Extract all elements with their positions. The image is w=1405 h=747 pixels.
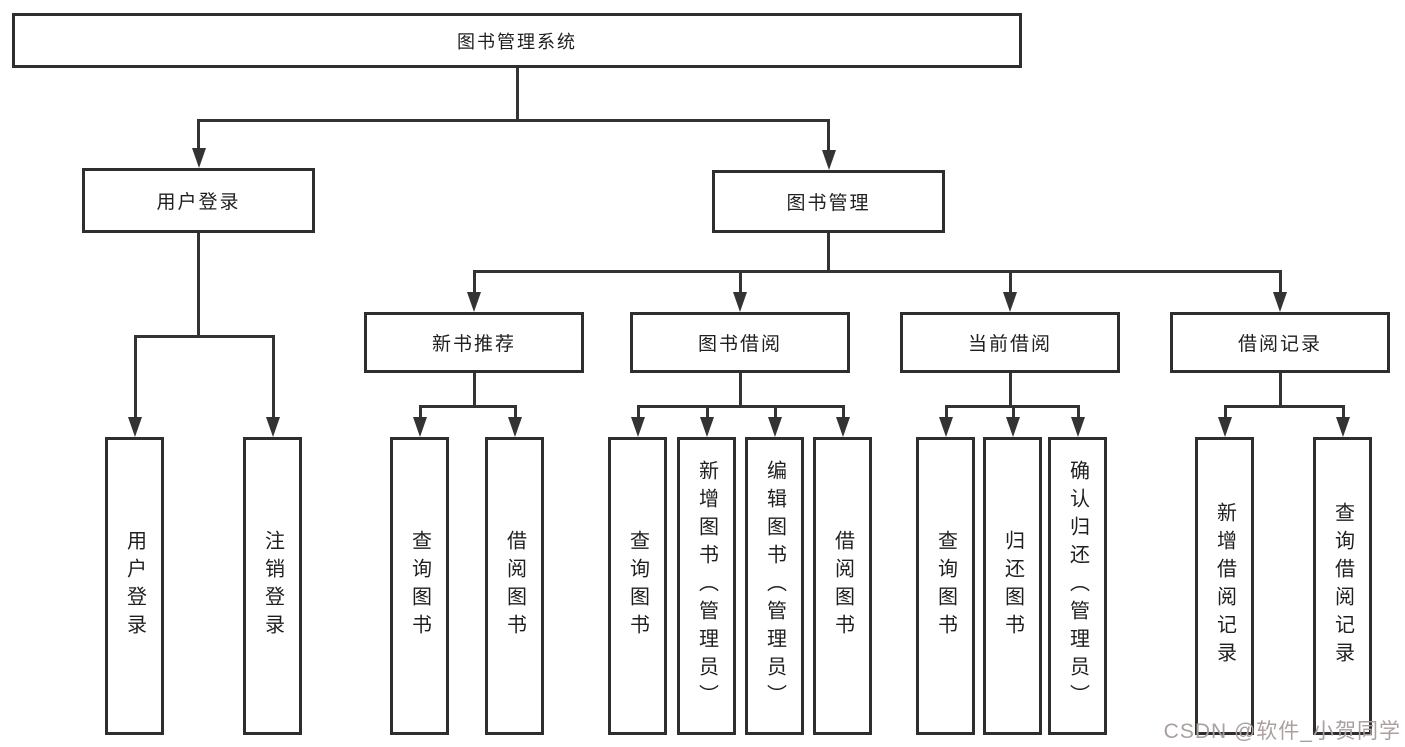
connector-line (133, 336, 137, 421)
connector-line (827, 233, 830, 273)
arrowhead-icon (1071, 417, 1085, 437)
node-borrowing-records: 借阅记录 (1170, 312, 1390, 373)
leaf-label: 查询借阅记录 (1331, 502, 1354, 670)
arrowhead-icon (1218, 417, 1232, 437)
leaf-return-books: 归还图书 (983, 437, 1042, 735)
connector-line (515, 68, 519, 122)
node-library-management-system: 图书管理系统 (12, 13, 1022, 68)
connector-line (197, 233, 200, 338)
leaf-logout: 注销登录 (243, 437, 302, 735)
connector-line (841, 406, 845, 421)
node-label: 当前借阅 (967, 334, 1052, 355)
connector-line (1278, 373, 1282, 408)
node-label: 用户登录 (156, 192, 241, 213)
connector-line (1341, 406, 1345, 421)
connector-line (472, 271, 476, 296)
arrowhead-icon (700, 417, 714, 437)
arrowhead-icon (836, 417, 850, 437)
leaf-label: 查询图书 (934, 530, 957, 642)
leaf-query-books-1: 查询图书 (390, 437, 449, 735)
connector-line (197, 120, 200, 152)
connector-line (705, 406, 709, 421)
connector-line (944, 406, 948, 421)
arrowhead-icon (128, 417, 142, 437)
arrowhead-icon (413, 417, 427, 437)
connector-line (472, 269, 1282, 273)
leaf-label: 查询图书 (626, 530, 649, 642)
leaf-label: 新增图书（管理员） (695, 460, 718, 712)
leaf-query-borrow-record: 查询借阅记录 (1313, 437, 1372, 735)
node-label: 新书推荐 (431, 334, 516, 355)
arrowhead-icon (508, 417, 522, 437)
node-book-borrowing: 图书借阅 (630, 312, 850, 373)
leaf-label: 注销登录 (261, 530, 284, 642)
csdn-watermark: CSDN @软件_小贺同学 (1163, 720, 1401, 743)
arrowhead-icon (1006, 417, 1020, 437)
node-user-login: 用户登录 (82, 168, 315, 233)
connector-line (827, 120, 830, 154)
arrowhead-icon (631, 417, 645, 437)
node-label: 图书管理系统 (457, 31, 577, 52)
arrowhead-icon (939, 417, 953, 437)
arrowhead-icon (733, 292, 747, 312)
leaf-borrow-books-1: 借阅图书 (485, 437, 544, 735)
arrowhead-icon (191, 148, 206, 168)
leaf-query-books-3: 查询图书 (916, 437, 975, 735)
connector-line (636, 404, 845, 408)
leaf-confirm-return-admin: 确认归还（管理员） (1048, 437, 1107, 735)
connector-line (472, 373, 476, 408)
connector-line (773, 406, 777, 421)
arrowhead-icon (1336, 417, 1350, 437)
connector-line (418, 406, 422, 421)
connector-line (1008, 373, 1012, 408)
node-book-management: 图书管理 (712, 170, 945, 233)
leaf-label: 归还图书 (1001, 530, 1024, 642)
arrowhead-icon (1003, 292, 1017, 312)
leaf-edit-book-admin: 编辑图书（管理员） (745, 437, 804, 735)
connector-line (1008, 271, 1012, 296)
connector-line (1011, 406, 1015, 421)
connector-line (271, 336, 275, 421)
connector-line (1223, 406, 1227, 421)
arrowhead-icon (821, 150, 836, 170)
leaf-label: 借阅图书 (831, 530, 854, 642)
connector-line (1278, 271, 1282, 296)
leaf-label: 确认归还（管理员） (1066, 460, 1089, 712)
arrowhead-icon (768, 417, 782, 437)
connector-line (133, 334, 275, 338)
node-current-borrowing: 当前借阅 (900, 312, 1120, 373)
leaf-add-borrow-record: 新增借阅记录 (1195, 437, 1254, 735)
node-label: 图书管理 (786, 193, 871, 214)
connector-line (1223, 404, 1345, 408)
connector-line (738, 271, 742, 296)
leaf-label: 借阅图书 (503, 530, 526, 642)
leaf-label: 用户登录 (123, 530, 146, 642)
connector-line (1076, 406, 1080, 421)
leaf-add-book-admin: 新增图书（管理员） (677, 437, 736, 735)
leaf-label: 编辑图书（管理员） (763, 460, 786, 712)
connector-line (197, 118, 830, 122)
leaf-borrow-books-2: 借阅图书 (813, 437, 872, 735)
leaf-query-books-2: 查询图书 (608, 437, 667, 735)
leaf-label: 新增借阅记录 (1213, 502, 1236, 670)
arrowhead-icon (266, 417, 280, 437)
leaf-user-login: 用户登录 (105, 437, 164, 735)
node-label: 借阅记录 (1237, 334, 1322, 355)
connector-line (513, 406, 517, 421)
connector-line (636, 406, 640, 421)
arrowhead-icon (1273, 292, 1287, 312)
connector-line (738, 373, 742, 408)
leaf-label: 查询图书 (408, 530, 431, 642)
connector-line (418, 404, 517, 408)
arrowhead-icon (467, 292, 481, 312)
node-new-book-recommend: 新书推荐 (364, 312, 584, 373)
node-label: 图书借阅 (697, 334, 782, 355)
